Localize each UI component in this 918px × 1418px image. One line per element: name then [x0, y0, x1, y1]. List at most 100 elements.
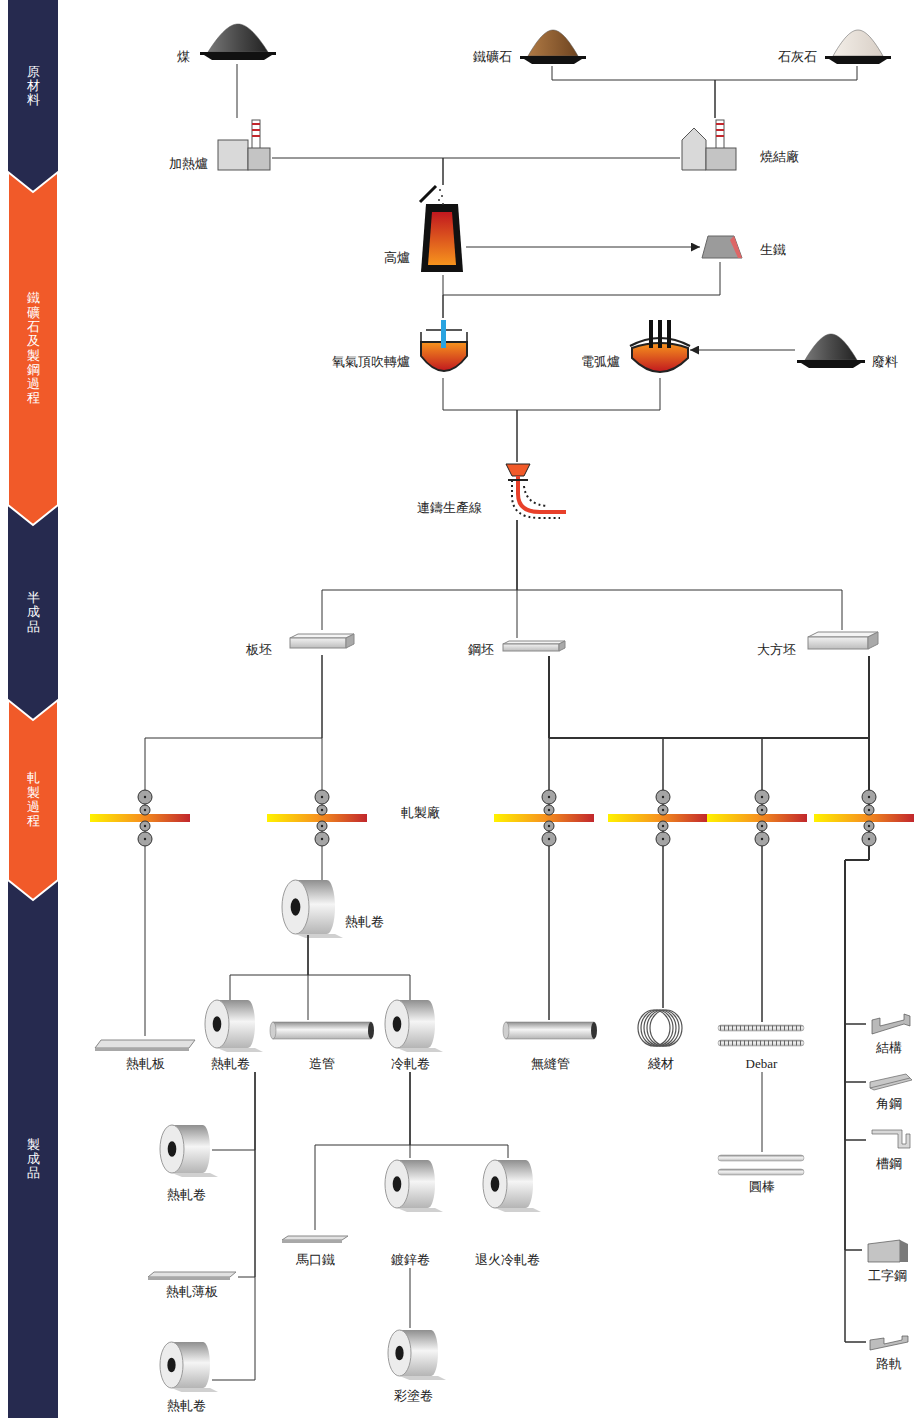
hot-strip — [814, 814, 914, 822]
pile-base — [829, 59, 887, 64]
flow-connector — [845, 656, 869, 1082]
material-pile — [208, 24, 268, 52]
stage-label: 製成品 — [27, 1138, 40, 1181]
process-node: 槽鋼 — [866, 1130, 912, 1172]
steel-plate — [282, 1236, 348, 1240]
stage-band: 半成品 — [8, 525, 58, 700]
process-node: 生鐵 — [700, 232, 742, 262]
coil-end — [196, 1125, 210, 1173]
flow-connector — [237, 64, 238, 118]
node-label: 熱軋卷 — [167, 1187, 206, 1203]
mill-roll — [138, 790, 152, 804]
pipe-end — [503, 1022, 509, 1039]
pile-base — [200, 52, 276, 55]
flow-connector — [517, 378, 660, 462]
process-node: 熱軋卷 — [160, 1340, 212, 1414]
pile-base — [524, 59, 582, 64]
coil-end — [421, 1160, 435, 1208]
i-beam-flange — [900, 1240, 908, 1262]
process-node: 熱軋卷 — [160, 1125, 212, 1203]
flow-connector — [845, 656, 869, 1140]
mill-roll-axle — [548, 809, 550, 811]
mill-roll — [755, 832, 769, 846]
process-node: 造管 — [268, 1020, 375, 1072]
coil-eye — [291, 898, 301, 915]
flow-connector — [690, 350, 795, 351]
stage-label: 鐵礦石及製鋼過程 — [27, 291, 40, 405]
process-node: 綫材 — [633, 1008, 688, 1072]
charging-chute — [420, 186, 436, 202]
process-node: 鋼坯 — [502, 638, 565, 656]
pipe-end — [270, 1022, 276, 1039]
stage-band-shape — [8, 0, 58, 1418]
coil-end — [196, 1342, 210, 1388]
mould — [508, 479, 528, 481]
process-node: 鐵礦石 — [520, 28, 586, 66]
mill-roll-axle — [321, 809, 323, 811]
flow-connector — [322, 520, 517, 630]
flow-connector — [549, 656, 869, 1020]
stage-label: 軋製過程 — [27, 771, 40, 828]
process-node: 鍍鋅卷 — [385, 1158, 435, 1268]
coil-shadow — [217, 1048, 263, 1052]
coil-face — [160, 1125, 184, 1173]
flow-connector — [549, 656, 869, 1250]
coil-end — [519, 1160, 533, 1208]
mill-roll-axle — [321, 796, 323, 798]
billet-front — [290, 638, 346, 648]
process-node: 氧氣頂吹轉爐 — [418, 318, 470, 378]
mill-roll — [862, 832, 876, 846]
mill-roll — [757, 805, 767, 815]
flow-connector — [443, 158, 680, 185]
section-label: 軋製廠 — [401, 805, 440, 821]
mill-roll — [656, 832, 670, 846]
coil-eye — [491, 1176, 500, 1191]
node-label: 馬口鐵 — [296, 1252, 335, 1268]
process-node: 熱軋薄板 — [145, 1268, 238, 1300]
coil-face — [282, 880, 309, 934]
mill-roll — [658, 805, 668, 815]
process-node: 結構 — [866, 1012, 912, 1056]
rebar — [718, 1025, 804, 1031]
steel-plate — [148, 1272, 236, 1277]
node-label: 大方坯 — [757, 642, 796, 658]
mill-roll-axle — [761, 825, 763, 827]
chimney-stripe — [716, 129, 724, 131]
plate-edge — [95, 1048, 189, 1051]
factory-building — [682, 128, 706, 170]
chimney — [716, 120, 724, 150]
caster-rolls — [524, 486, 548, 506]
cast-strand — [518, 476, 566, 512]
process-node: 退火冷軋卷 — [472, 1158, 543, 1268]
coil-shadow — [172, 1173, 218, 1177]
node-label: 綫材 — [648, 1056, 674, 1072]
stage-band: 製成品 — [8, 900, 58, 1418]
flow-connector — [315, 1072, 410, 1230]
node-label: 結構 — [876, 1040, 902, 1056]
node-label: 圓棒 — [749, 1179, 775, 1195]
flow-connector — [517, 520, 842, 630]
node-label: 造管 — [309, 1056, 335, 1072]
pig-iron-ingot — [702, 236, 742, 258]
flow-connector — [410, 1072, 508, 1158]
flow-connector — [145, 655, 322, 1036]
process-node: 連鑄生產線 — [505, 462, 568, 520]
mill-roll-axle — [548, 825, 550, 827]
mill-roll-axle — [144, 825, 146, 827]
i-beam-section — [868, 1240, 900, 1262]
stage-label: 原材料 — [27, 65, 40, 108]
mill-roll — [317, 821, 327, 831]
mill-roll-axle — [761, 809, 763, 811]
rebar — [718, 1040, 804, 1046]
flow-connector — [443, 262, 720, 318]
tundish — [506, 464, 530, 476]
wire-rod-loop — [647, 1010, 679, 1046]
stage-band: 原材料 — [8, 0, 58, 172]
pile-base — [801, 363, 861, 368]
process-node: 熱軋板 — [95, 1036, 195, 1072]
charge-dot — [439, 189, 441, 191]
billet-front — [503, 644, 559, 651]
node-label: 氧氣頂吹轉爐 — [332, 354, 410, 370]
